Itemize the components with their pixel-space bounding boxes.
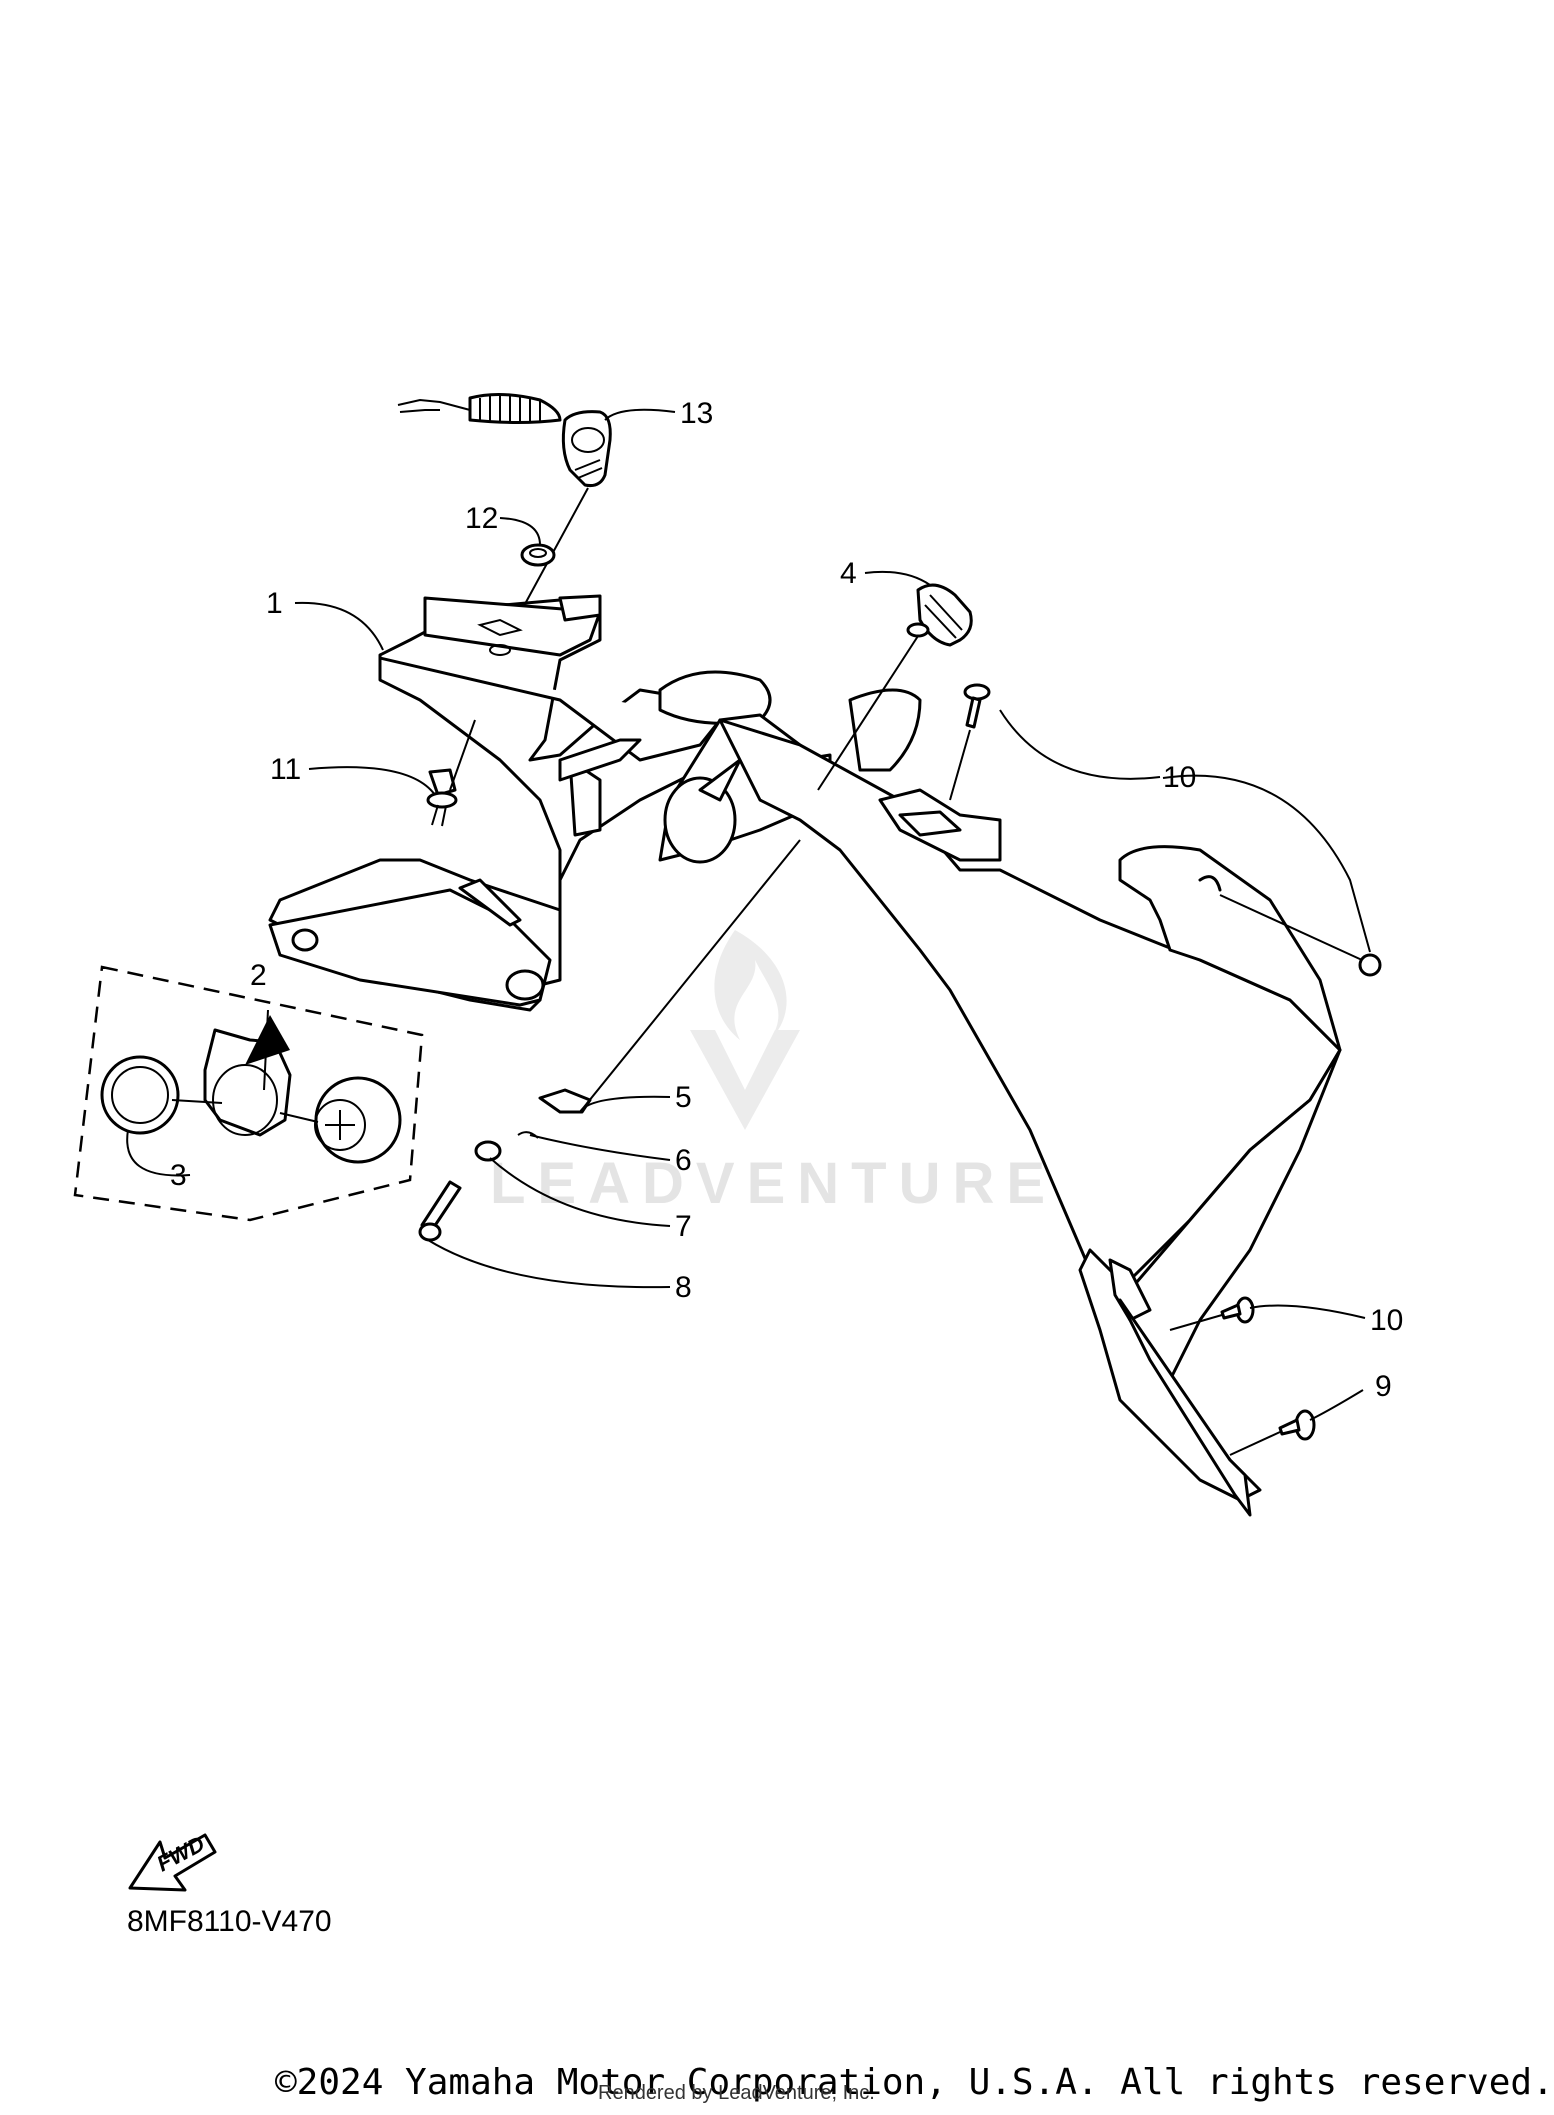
part-4-cap [906, 583, 973, 647]
callout-2: 2 [250, 959, 267, 992]
callout-6: 6 [675, 1144, 692, 1177]
part-10-rivet-right [1358, 953, 1382, 977]
callout-5: 5 [675, 1081, 692, 1114]
copyright-notice: ©2024 Yamaha Motor Corporation, U.S.A. A… [275, 2062, 1554, 2103]
part-5-clip [538, 839, 801, 1114]
fwd-arrow-icon: FWD [128, 1831, 217, 1892]
callout-12: 12 [465, 502, 498, 535]
rendered-by-notice: Rendered by LeadVenture, Inc. [598, 2082, 875, 2104]
part-10-screw-lower [1220, 1296, 1255, 1324]
callout-3: 3 [170, 1159, 187, 1192]
part-1-cover [268, 594, 922, 1012]
part-7-washer [474, 1140, 502, 1162]
part-8-bolt [418, 1180, 462, 1242]
watermark-text: LEADVENTURE [490, 1151, 1058, 1216]
callout-10-upper: 10 [1163, 761, 1196, 794]
callout-4: 4 [840, 557, 857, 590]
callout-10-lower: 10 [1370, 1304, 1403, 1337]
part-10-screw-upper [963, 683, 991, 729]
callout-1: 1 [266, 587, 283, 620]
callout-13: 13 [680, 397, 713, 430]
lid-panel [718, 718, 1342, 1517]
callout-9: 9 [1375, 1370, 1392, 1403]
callout-11: 11 [270, 753, 301, 786]
callout-7: 7 [675, 1210, 692, 1243]
watermark-logo-icon [690, 930, 800, 1130]
part-12-grommet [520, 543, 556, 567]
diagram-code: 8MF8110-V470 [127, 1905, 332, 1938]
part-11-snap [426, 768, 458, 827]
parts-diagram: 1 2 3 4 5 6 7 8 9 10 10 11 12 13 FWD [73, 392, 1403, 1892]
part-9-screw [1278, 1409, 1316, 1441]
part-2-kit [73, 965, 424, 1222]
part-13-lanyard [397, 392, 612, 487]
callout-8: 8 [675, 1271, 692, 1304]
